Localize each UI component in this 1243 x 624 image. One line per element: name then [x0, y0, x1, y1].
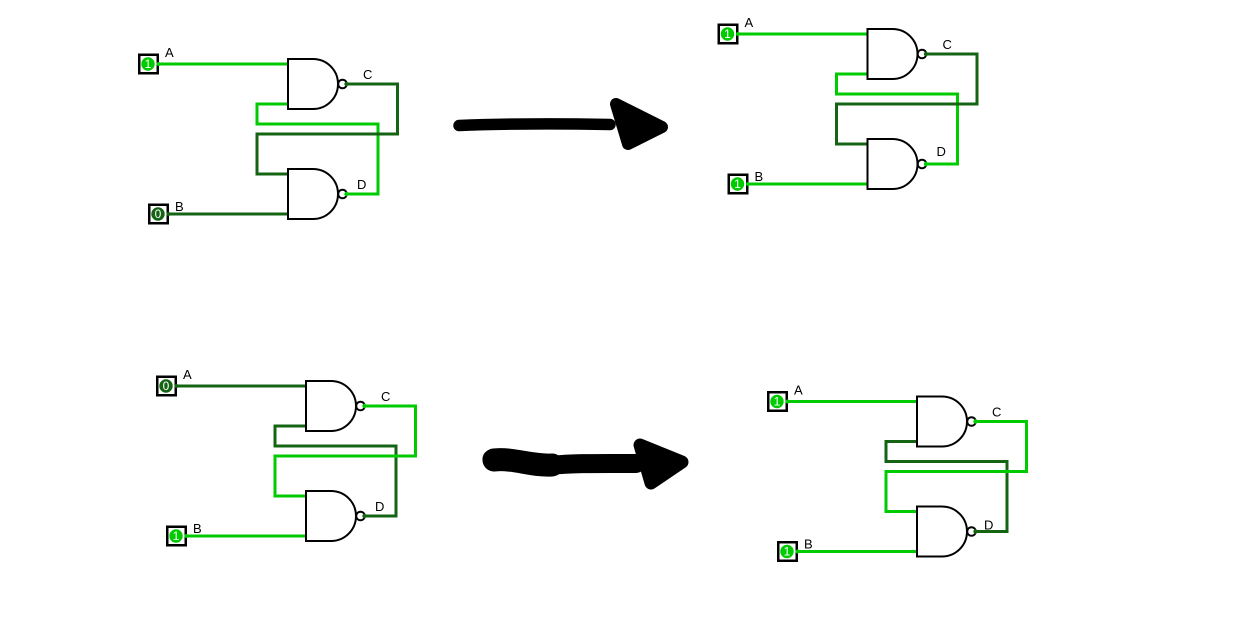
svg-text:0: 0 — [163, 379, 170, 393]
svg-text:A: A — [165, 45, 174, 60]
svg-text:1: 1 — [774, 395, 781, 409]
svg-text:B: B — [755, 169, 764, 184]
svg-text:B: B — [193, 521, 202, 536]
svg-text:C: C — [381, 389, 390, 404]
svg-text:C: C — [992, 405, 1001, 420]
svg-text:D: D — [984, 518, 993, 533]
svg-text:C: C — [943, 37, 952, 52]
svg-text:1: 1 — [784, 545, 791, 559]
svg-text:D: D — [357, 177, 366, 192]
svg-text:1: 1 — [145, 57, 152, 71]
svg-text:B: B — [175, 199, 184, 214]
svg-text:A: A — [183, 367, 192, 382]
svg-text:C: C — [363, 67, 372, 82]
svg-text:1: 1 — [724, 27, 731, 41]
svg-text:D: D — [375, 499, 384, 514]
svg-text:A: A — [794, 383, 803, 398]
svg-text:B: B — [804, 537, 813, 552]
svg-text:1: 1 — [173, 529, 180, 543]
svg-text:A: A — [745, 15, 754, 30]
svg-text:0: 0 — [155, 207, 162, 221]
svg-text:1: 1 — [734, 177, 741, 191]
svg-text:D: D — [937, 144, 946, 159]
